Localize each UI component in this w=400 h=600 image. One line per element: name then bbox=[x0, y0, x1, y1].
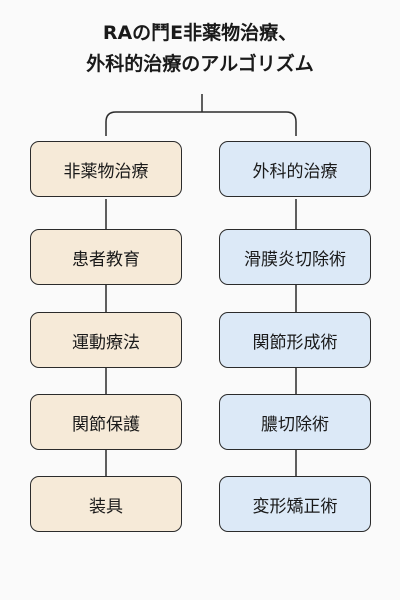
branch-split bbox=[105, 111, 297, 136]
node-surgical-treatment: 外科的治療 bbox=[219, 141, 371, 197]
title-line-2: 外科的治療のアルゴリズム bbox=[86, 53, 314, 75]
node-left-step-2: 運動療法 bbox=[30, 312, 182, 368]
node-right-step-1: 滑膜炎切除術 bbox=[219, 229, 371, 285]
node-left-step-3: 関節保護 bbox=[30, 394, 182, 450]
node-right-step-2: 関節形成術 bbox=[219, 312, 371, 368]
node-right-step-3: 膿切除術 bbox=[219, 394, 371, 450]
node-right-step-4: 変形矯正術 bbox=[219, 476, 371, 532]
node-left-step-1: 患者教育 bbox=[30, 229, 182, 285]
diagram-title: RAの鬥E非薬物治療、 外科的治療のアルゴリズム bbox=[0, 18, 400, 80]
title-line-1: RAの鬥E非薬物治療、 bbox=[102, 22, 298, 44]
node-non-drug-treatment: 非薬物治療 bbox=[30, 141, 182, 197]
node-left-step-4: 装具 bbox=[30, 476, 182, 532]
